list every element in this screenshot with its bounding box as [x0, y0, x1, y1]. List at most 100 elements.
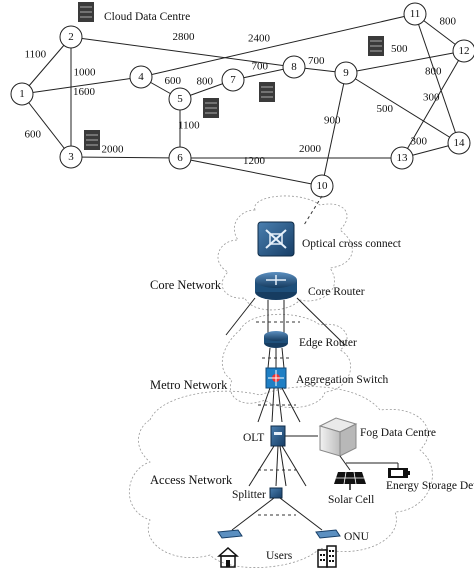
onu-icon-right [315, 529, 341, 539]
energy-storage-label: Energy Storage Device [386, 480, 474, 492]
node-label-2: 2 [68, 31, 74, 43]
node-label-11: 11 [410, 8, 421, 20]
access-network-label: Access Network [150, 473, 233, 487]
node-2 [59, 25, 83, 49]
node-7 [221, 68, 245, 92]
node-12 [452, 39, 474, 63]
node-label-10: 10 [317, 180, 329, 192]
core-cloud [217, 195, 353, 311]
server-rack-icon [78, 2, 94, 22]
edge-weight-11-14: 800 [425, 66, 442, 78]
edge-weight-2-3: 1600 [73, 86, 96, 98]
node-label-4: 4 [138, 71, 144, 83]
edge-weight-4-5: 600 [165, 75, 182, 87]
olt-label: OLT [243, 432, 264, 444]
edge-9-14 [345, 72, 460, 144]
edge-weight-6-13: 2000 [299, 143, 322, 155]
edge-weight-1-3: 600 [25, 129, 42, 141]
edge-weight-11-12: 800 [440, 16, 457, 28]
edge-3-6 [70, 156, 181, 159]
optical-cross-connect-icon [257, 221, 295, 257]
edge-weight-7-8: 700 [252, 61, 269, 73]
edge-weight-4-11: 2400 [248, 33, 271, 45]
core-router-icon [255, 272, 297, 300]
node-9 [334, 61, 358, 85]
splitter-icon [269, 487, 283, 499]
edge-2-8 [70, 36, 295, 68]
server-rack-icon [84, 130, 100, 150]
node-label-9: 9 [343, 67, 349, 79]
server-rack-icon [259, 82, 275, 102]
edge-router-label: Edge Router [299, 337, 357, 349]
users-label: Users [266, 550, 293, 562]
edge-weight-6-10: 1200 [243, 155, 266, 167]
edge-weight-1-4: 1000 [74, 67, 97, 79]
edge-weight-1-2: 1100 [25, 49, 47, 61]
edge-weight-2-8: 2800 [173, 31, 196, 43]
edge-6-10 [179, 157, 323, 187]
edge-12-13 [401, 50, 465, 159]
edge-weight-5-7: 800 [197, 76, 214, 88]
edge-router-icon [264, 331, 288, 348]
splitter-label: Splitter [232, 489, 266, 501]
metro-network-label: Metro Network [150, 378, 228, 392]
onu-label: ONU [344, 531, 370, 543]
building-icon [317, 545, 337, 568]
node-6 [168, 146, 192, 170]
metro-cloud [222, 313, 351, 408]
edge-weight-9-10: 900 [324, 115, 341, 127]
node-label-3: 3 [68, 151, 74, 163]
node-5 [168, 87, 192, 111]
aggregation-switch-icon [265, 367, 287, 389]
optical-cross-connect-label: Optical cross connect [302, 238, 402, 250]
edge-4-11 [140, 13, 416, 78]
core-router-label: Core Router [308, 286, 365, 298]
server-rack-icon [368, 36, 384, 56]
edge-11-14 [414, 13, 460, 144]
access-cloud [128, 386, 433, 568]
edge-weight-3-6: 2000 [102, 144, 125, 156]
edge-weight-13-14: 300 [411, 136, 428, 148]
edge-1-3 [21, 93, 72, 158]
edge-weight-12-13: 300 [423, 92, 440, 104]
cloud-data-centre-label: Cloud Data Centre [104, 11, 190, 23]
fog-data-centre-icon [318, 417, 358, 457]
node-13 [390, 146, 414, 170]
energy-storage-icon [388, 468, 410, 478]
server-rack-icon [203, 98, 219, 118]
node10-occ-link [303, 195, 323, 226]
node-1 [10, 82, 34, 106]
edge-weight-8-9: 700 [308, 55, 325, 67]
olt-icon [270, 425, 286, 447]
node-label-13: 13 [397, 152, 409, 164]
node-label-5: 5 [177, 93, 183, 105]
edge-9-10 [321, 72, 347, 187]
edge-1-2 [21, 36, 72, 95]
node-11 [403, 2, 427, 26]
node-label-7: 7 [230, 74, 236, 86]
edge-weight-5-6: 1100 [178, 120, 200, 132]
node-3 [59, 145, 83, 169]
node-label-8: 8 [291, 61, 297, 73]
node-8 [282, 55, 306, 79]
solar-cell-icon [334, 471, 366, 490]
onu-icon-left [217, 529, 243, 539]
node-label-1: 1 [19, 88, 25, 100]
node-14 [447, 131, 471, 155]
node-10 [310, 174, 334, 198]
edge-weight-9-12: 500 [391, 43, 408, 55]
edge-9-12 [345, 50, 465, 74]
node-label-12: 12 [459, 45, 470, 57]
core-network-label: Core Network [150, 278, 222, 292]
node-label-14: 14 [454, 137, 466, 149]
edge-weight-9-14: 500 [377, 103, 394, 115]
house-icon [217, 546, 239, 568]
node-label-6: 6 [177, 152, 183, 164]
fog-data-centre-label: Fog Data Centre [360, 427, 436, 439]
edge-1-4 [21, 76, 142, 95]
solar-cell-label: Solar Cell [328, 494, 374, 506]
node-4 [129, 65, 153, 89]
aggregation-switch-label: Aggregation Switch [296, 374, 389, 386]
